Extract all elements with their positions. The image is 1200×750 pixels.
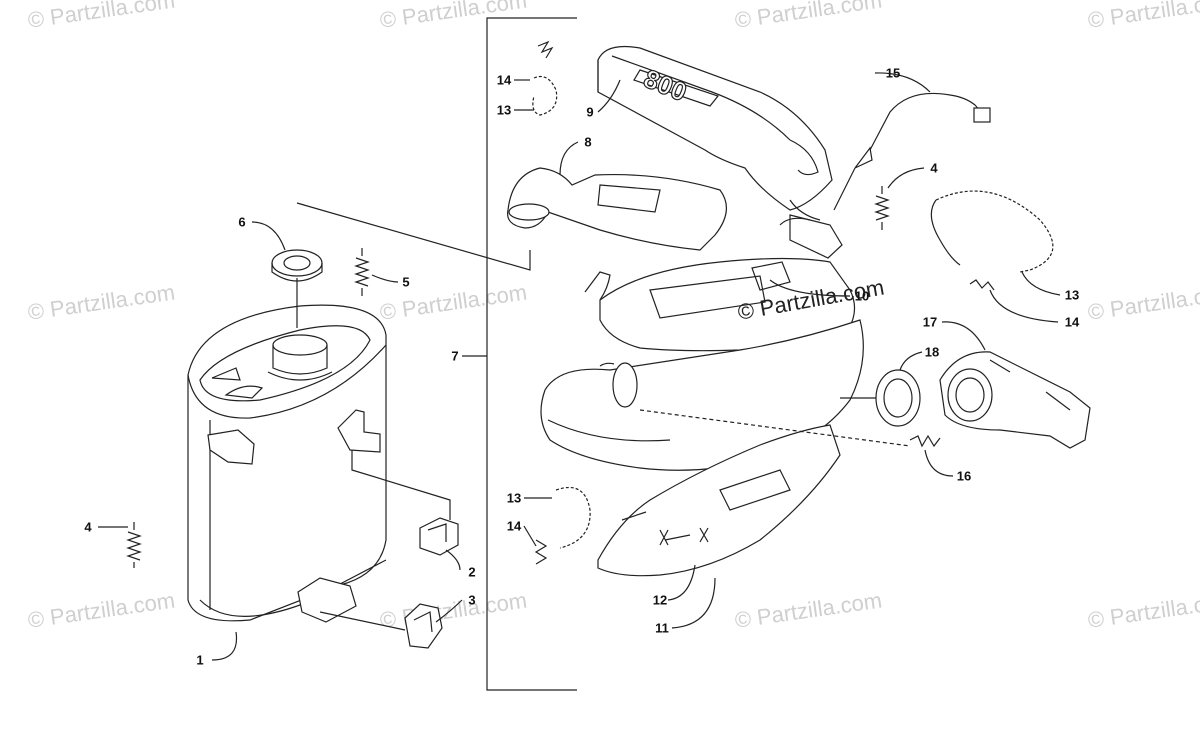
callout-4: 4 [930,160,938,176]
leader-line [671,577,716,629]
callout-5: 5 [402,274,410,290]
bracket-part-2 [419,517,459,556]
leader-line [445,549,461,571]
callout-14: 14 [506,518,522,534]
callout-3: 3 [468,592,476,608]
leader-line [351,450,451,520]
leader-line [899,351,923,371]
leader-line [523,525,537,547]
manifold-part [939,351,1091,449]
leader-line [1021,271,1061,296]
leader-line [941,321,986,351]
spring-clamp-lower [534,486,591,565]
leader-line [924,449,954,477]
leader-line [667,564,696,601]
callout-16: 16 [956,468,972,484]
spring-part-5 [354,248,370,296]
callout-14: 14 [1064,314,1080,330]
callout-15: 15 [885,65,901,81]
leader-line [435,599,463,623]
y-pipe-part-8 [507,167,727,251]
bracket-part-3 [404,603,443,649]
leader-line [887,167,925,189]
leader-line [597,79,621,113]
spring-clamp-upper [532,40,558,116]
leader-line [639,409,911,447]
callout-13: 13 [506,490,522,506]
leader-line [296,202,531,271]
leader-line [319,611,406,631]
spring-part-16 [909,434,941,448]
leader-line [251,221,286,251]
leader-line [211,631,238,661]
group-bracket [486,17,577,691]
callout-13: 13 [1064,287,1080,303]
leader-line [989,289,1059,323]
lower-shield-part-11 [597,424,841,577]
callout-14: 14 [496,72,512,88]
leader-line [559,141,579,176]
callout-9: 9 [586,104,594,120]
grommet-part [271,249,323,282]
spring-part-4-right [874,186,890,230]
callout-6: 6 [238,214,246,230]
callout-4: 4 [84,519,92,535]
callout-1: 1 [196,652,204,668]
callout-12: 12 [652,592,668,608]
callout-8: 8 [584,134,592,150]
muffler-part [187,304,387,623]
callout-7: 7 [451,348,459,364]
leader-line [874,72,931,93]
callout-10: 10 [854,288,870,304]
spring-part-14 [969,279,995,291]
callout-17: 17 [922,314,938,330]
callout-2: 2 [468,564,476,580]
seal-ring-part [875,369,921,427]
expansion-chamber-part [540,214,864,471]
leader-line [769,279,851,297]
heat-shield-part-9 [597,45,833,221]
leader-line [371,274,399,283]
callout-13: 13 [496,102,512,118]
band-clamp-part [930,190,1054,273]
sensor-part-15 [833,92,991,211]
spring-part-4-left [126,522,142,568]
callout-18: 18 [924,344,940,360]
callout-11: 11 [655,620,669,636]
